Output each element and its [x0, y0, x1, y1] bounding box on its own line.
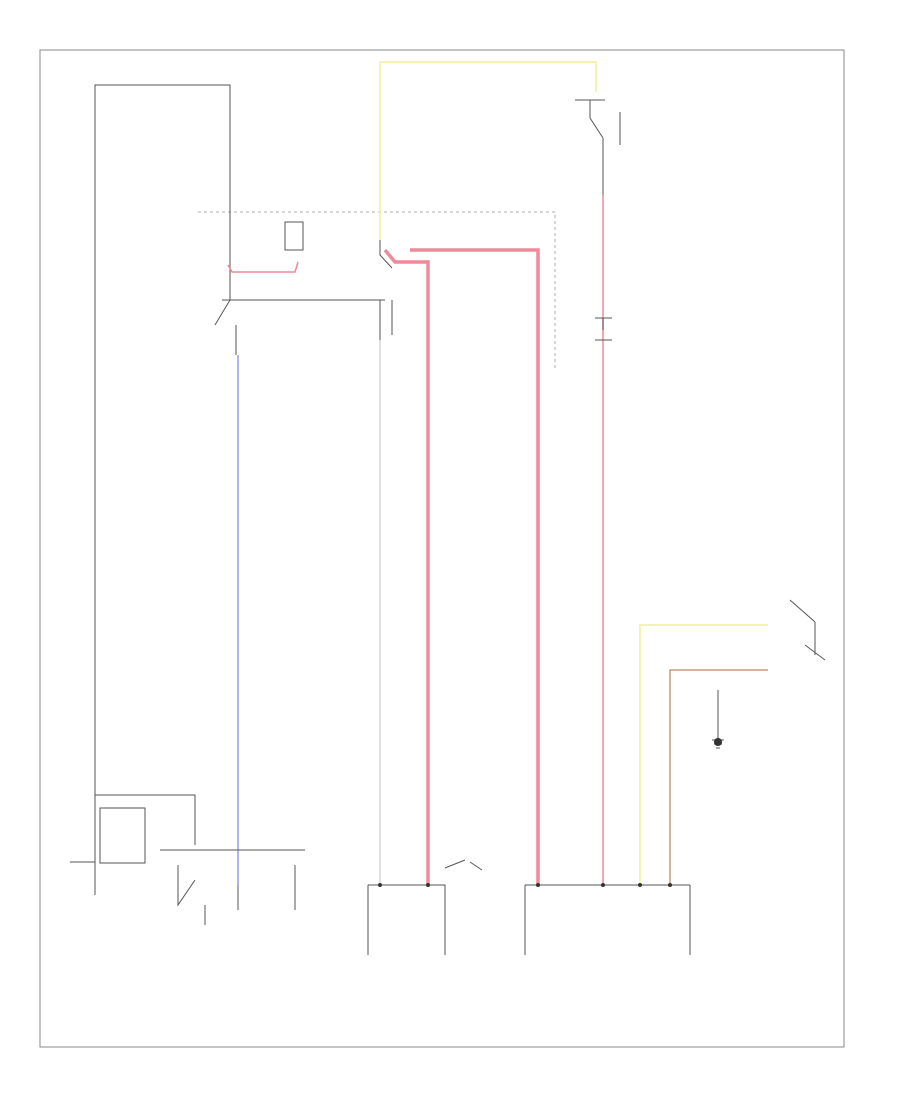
connector-right: [524, 884, 691, 955]
connector-center: [367, 884, 446, 955]
relay-left: [284, 221, 304, 251]
pin: [601, 883, 605, 887]
wire-black-left: [94, 84, 231, 850]
fuse-center: [379, 240, 393, 340]
pin: [536, 883, 540, 887]
wire-yellow-top: [379, 61, 597, 240]
fuse-right: [595, 317, 612, 341]
clutch-switch: [444, 859, 483, 871]
starter-contacts: [94, 850, 296, 925]
pin: [378, 883, 382, 887]
switch-top-right: [575, 99, 621, 195]
wire-pink-second: [410, 248, 540, 885]
relay-left-contact: [214, 240, 237, 355]
wire-orange: [669, 669, 768, 885]
diagram-frame: [39, 49, 845, 1048]
pin: [668, 883, 672, 887]
pin: [426, 883, 430, 887]
ground-dot: [714, 738, 722, 746]
pin: [638, 883, 642, 887]
starter-relay: [99, 807, 146, 864]
fuse-box-outline: [198, 211, 556, 370]
wire-pink-main: [383, 248, 430, 885]
connector-pins: [378, 883, 672, 887]
switch-far-right: [789, 599, 826, 661]
wire-red-link: [227, 261, 299, 273]
wire-black-bottom: [95, 794, 196, 845]
wire-yellow-lower: [639, 624, 768, 885]
